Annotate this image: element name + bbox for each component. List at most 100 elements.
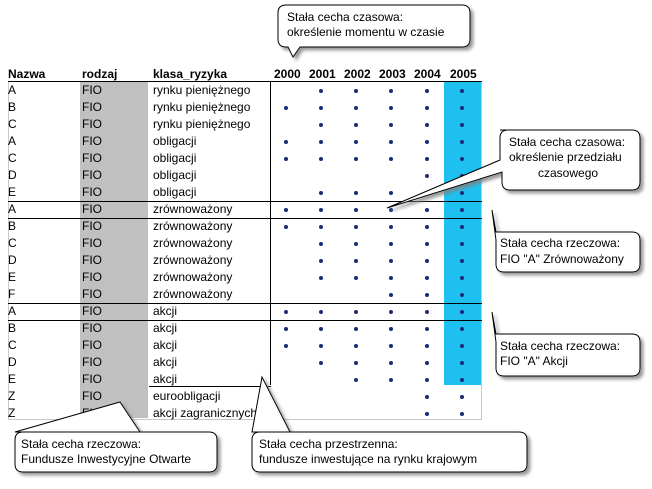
year-marker-dot xyxy=(284,157,288,161)
row-klasa-ryzyka: zrównoważony xyxy=(153,236,233,250)
header-year-2001: 2001 xyxy=(309,67,336,81)
row-klasa-ryzyka: akcji xyxy=(153,372,178,386)
year-marker-dot xyxy=(389,89,393,93)
row-rodzaj: FIO xyxy=(82,270,102,284)
row-nazwa: E xyxy=(8,270,17,284)
row-klasa-ryzyka: akcji xyxy=(153,304,178,318)
year-marker-dot xyxy=(460,412,464,416)
year-marker-dot xyxy=(319,140,323,144)
row-rodzaj: FIO xyxy=(82,185,102,199)
row-klasa-ryzyka: zrównoważony xyxy=(153,202,233,216)
row-klasa-ryzyka: rynku pieniężnego xyxy=(153,117,251,131)
callout-fio-a-zrown-shape xyxy=(491,209,641,273)
header-divider xyxy=(8,81,482,82)
row-klasa-ryzyka: zrównoważony xyxy=(153,253,233,267)
year-marker-dot xyxy=(354,225,358,229)
year-marker-dot xyxy=(389,242,393,246)
row-rodzaj: FIO xyxy=(82,287,102,301)
row-rodzaj: FIO xyxy=(82,389,102,403)
year-marker-dot xyxy=(425,412,429,416)
year-marker-dot xyxy=(354,361,358,365)
year-marker-dot xyxy=(319,191,323,195)
rodzaj-column-shading xyxy=(80,82,148,418)
year-marker-dot xyxy=(460,395,464,399)
year-marker-dot xyxy=(460,259,464,263)
row-rodzaj: FIO xyxy=(82,83,102,97)
header-year-2000: 2000 xyxy=(274,67,301,81)
row-klasa-ryzyka: akcji zagranicznych xyxy=(153,406,258,420)
year-marker-dot xyxy=(354,327,358,331)
row-nazwa: C xyxy=(8,151,17,165)
year-marker-dot xyxy=(425,242,429,246)
row-rodzaj: FIO xyxy=(82,253,102,267)
year-marker-dot xyxy=(425,174,429,178)
year-marker-dot xyxy=(389,225,393,229)
group-akcji-a-bottom xyxy=(8,320,482,321)
year-marker-dot xyxy=(460,361,464,365)
row-rodzaj: FIO xyxy=(82,236,102,250)
row-klasa-ryzyka: akcji xyxy=(153,321,178,335)
row-nazwa: F xyxy=(8,287,16,301)
krajowe-group-right xyxy=(270,82,271,385)
year-marker-dot xyxy=(425,395,429,399)
row-klasa-ryzyka: zrównoważony xyxy=(153,287,233,301)
year-marker-dot xyxy=(425,327,429,331)
year-marker-dot xyxy=(389,208,393,212)
header-rodzaj: rodzaj xyxy=(82,67,118,81)
year-marker-dot xyxy=(354,276,358,280)
callout-fundusze-line-1: Stała cecha rzeczowa: xyxy=(21,437,142,451)
year-marker-dot xyxy=(460,208,464,212)
year-marker-dot xyxy=(354,191,358,195)
year-marker-dot xyxy=(354,140,358,144)
row-nazwa: B xyxy=(8,219,17,233)
year-marker-dot xyxy=(425,361,429,365)
year-marker-dot xyxy=(460,293,464,297)
header-nazwa: Nazwa xyxy=(8,67,46,81)
callout-fio-a-akcji-line-2: FIO "A" Akcji xyxy=(500,354,568,368)
year-marker-dot xyxy=(460,327,464,331)
row-nazwa: A xyxy=(8,134,17,148)
callout-fio-a-zrown-line-1: Stała cecha rzeczowa: xyxy=(500,236,621,250)
year-marker-dot xyxy=(425,310,429,314)
group-akcji-a-top xyxy=(8,303,482,304)
year-marker-dot xyxy=(425,378,429,382)
row-nazwa: D xyxy=(8,168,17,182)
year-marker-dot xyxy=(319,310,323,314)
year-marker-dot xyxy=(425,344,429,348)
header-year-2004: 2004 xyxy=(414,67,441,81)
year-marker-dot xyxy=(284,327,288,331)
year-marker-dot xyxy=(460,225,464,229)
row-klasa-ryzyka: obligacji xyxy=(153,168,197,182)
year-marker-dot xyxy=(389,327,393,331)
year-marker-dot xyxy=(425,123,429,127)
year-marker-dot xyxy=(389,310,393,314)
year-marker-dot xyxy=(319,344,323,348)
group-zrown-a-top xyxy=(8,201,482,202)
year-marker-dot xyxy=(354,208,358,212)
year-marker-dot xyxy=(319,361,323,365)
year-marker-dot xyxy=(354,106,358,110)
row-klasa-ryzyka: zrównoważony xyxy=(153,270,233,284)
callout-time-interval-line-2: określenie przedziału xyxy=(509,150,622,164)
year-marker-dot xyxy=(354,157,358,161)
year-marker-dot xyxy=(389,140,393,144)
callout-fio-a-akcji-line-1: Stała cecha rzeczowa: xyxy=(500,339,621,353)
row-klasa-ryzyka: obligacji xyxy=(153,185,197,199)
callout-time-point-shape xyxy=(277,4,471,58)
row-rodzaj: FIO xyxy=(82,151,102,165)
callout-time-point-line-2: określenie momentu w czasie xyxy=(287,25,445,39)
year-marker-dot xyxy=(389,259,393,263)
row-klasa-ryzyka: euroobligacji xyxy=(153,389,221,403)
table-right-line xyxy=(481,82,482,419)
row-nazwa: D xyxy=(8,355,17,369)
year-marker-dot xyxy=(389,344,393,348)
callout-fundusze-shape xyxy=(14,401,218,473)
year-marker-dot xyxy=(319,123,323,127)
year-marker-dot xyxy=(284,310,288,314)
year-marker-dot xyxy=(354,123,358,127)
year-marker-dot xyxy=(319,157,323,161)
year-marker-dot xyxy=(460,157,464,161)
year-marker-dot xyxy=(425,259,429,263)
row-nazwa: B xyxy=(8,100,17,114)
